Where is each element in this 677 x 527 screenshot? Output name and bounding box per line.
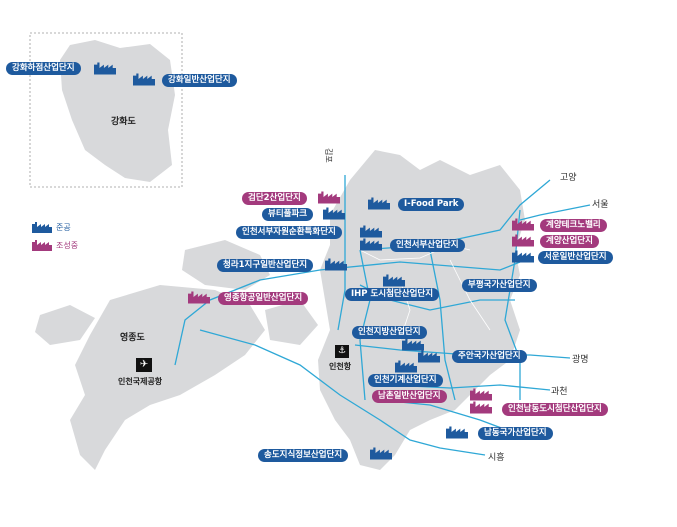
factory-icon (512, 234, 534, 247)
complex-label[interactable]: 인천남동도시첨단산업단지 (502, 403, 608, 416)
factory-icon (470, 388, 492, 401)
ganghwa-inset-frame (29, 32, 183, 188)
complex-label[interactable]: I-Food Park (398, 198, 465, 211)
complex-label[interactable]: 남동국가산업단지 (478, 427, 553, 440)
direction-seoul: 서울 (592, 200, 609, 210)
factory-icon (94, 62, 116, 75)
complex-label[interactable]: 강화하점산업단지 (6, 62, 81, 75)
factory-icon (470, 401, 492, 414)
direction-gwacheon: 과천 (551, 387, 568, 397)
complex-label[interactable]: 주안국가산업단지 (452, 350, 527, 363)
complex-label[interactable]: 강화일반산업단지 (162, 74, 237, 87)
region-yeongjong: 영종도 (120, 333, 145, 343)
small-island (35, 305, 95, 345)
legend-under-construction: 조성중 (32, 240, 78, 251)
complex-label[interactable]: 영종항공일반산업단지 (218, 292, 309, 305)
complex-label[interactable]: 검단2산업단지 (242, 192, 307, 205)
factory-icon (188, 291, 210, 304)
complex-label[interactable]: 인천서부산업단지 (390, 239, 465, 252)
factory-icon (512, 218, 534, 231)
factory-icon (395, 360, 417, 373)
legend-completed: 준공 (32, 222, 71, 233)
direction-gwangmyeong: 광명 (572, 355, 589, 365)
factory-icon (370, 447, 392, 460)
region-ganghwa: 강화도 (111, 117, 136, 127)
complex-label[interactable]: 계양산업단지 (540, 235, 599, 248)
small-island (265, 300, 318, 345)
ganghwa-island (60, 40, 175, 182)
factory-icon (32, 222, 52, 233)
factory-icon (325, 258, 347, 271)
factory-icon (360, 238, 382, 251)
factory-icon (133, 73, 155, 86)
landmark-port: 인천항 (329, 362, 352, 371)
direction-gimpo: 김포 (324, 148, 333, 163)
direction-goyang: 고양 (560, 173, 577, 183)
complex-label[interactable]: 남촌일반산업단지 (372, 390, 447, 403)
factory-icon (360, 225, 382, 238)
complex-label[interactable]: 계양테크노밸리 (540, 219, 607, 232)
factory-icon (383, 274, 405, 287)
landmark-airport: 인천국제공항 (118, 377, 163, 386)
complex-label[interactable]: 뷰티풀파크 (262, 208, 314, 221)
factory-icon (318, 191, 340, 204)
complex-label[interactable]: 부평국가산업단지 (462, 279, 537, 292)
complex-label[interactable]: 송도지식정보산업단지 (258, 449, 349, 462)
factory-icon (32, 240, 52, 251)
factory-icon (368, 197, 390, 210)
port-icon: ⚓ (335, 345, 349, 358)
factory-icon (446, 426, 468, 439)
factory-icon (418, 350, 440, 363)
complex-label[interactable]: 인천기계산업단지 (368, 374, 443, 387)
airport-icon: ✈ (136, 358, 152, 372)
legend-under-construction-label: 조성중 (56, 241, 79, 250)
complex-label[interactable]: 인천서부자원순환특화단지 (236, 226, 342, 239)
factory-icon (323, 207, 345, 220)
factory-icon (402, 338, 424, 351)
complex-label[interactable]: 인천지방산업단지 (352, 326, 427, 339)
complex-label[interactable]: 서운일반산업단지 (538, 251, 613, 264)
complex-label[interactable]: IHP 도시첨단산업단지 (345, 288, 440, 301)
direction-siheung: 시흥 (488, 453, 505, 463)
factory-icon (512, 250, 534, 263)
complex-label[interactable]: 청라1지구일반산업단지 (217, 259, 314, 272)
legend-completed-label: 준공 (56, 223, 71, 232)
yeongjong-island (70, 285, 265, 470)
